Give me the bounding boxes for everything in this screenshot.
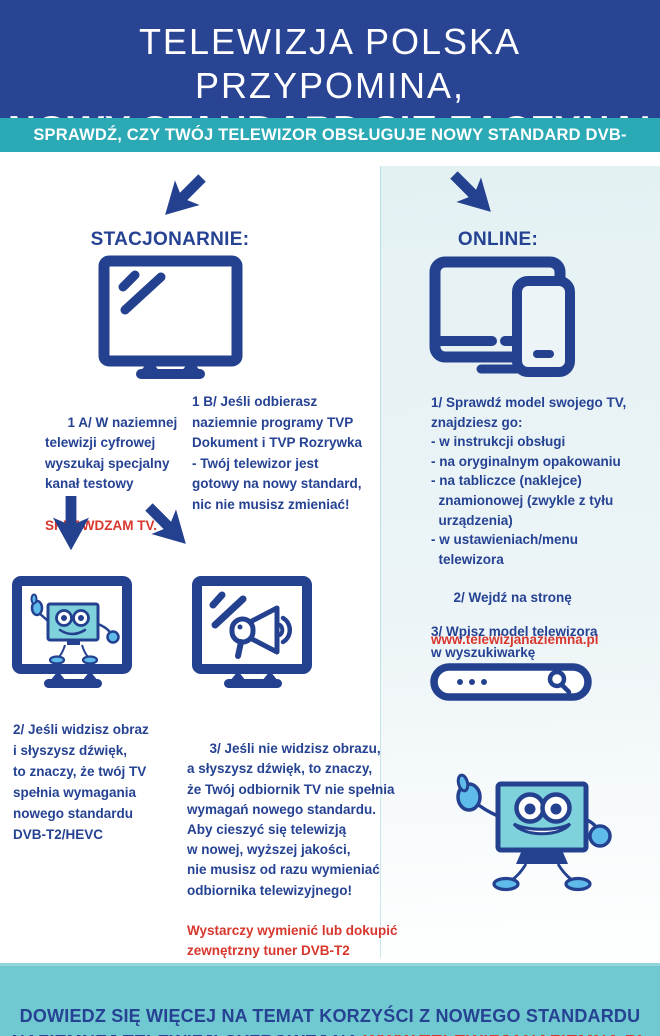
header-banner: TELEWIZJA POLSKA PRZYPOMINA, NOWY STANDA… <box>0 0 660 152</box>
arrow-down-icon <box>50 496 92 552</box>
main-content: STACJONARNIE: 1 A/ W naziemnej telewizji… <box>0 152 660 978</box>
online-step-2-text: 2/ Wejdź na stronę www.telewizjanaziemna… <box>431 566 599 692</box>
search-icon <box>547 669 572 695</box>
step-2-text: 2/ Jeśli widzisz obraz i słyszysz dźwięk… <box>13 722 149 842</box>
search-bar[interactable] <box>430 663 592 701</box>
website-link[interactable]: www.telewizjanaziemna.pl <box>431 632 599 647</box>
arrow-down-right-icon-left-column <box>135 493 201 559</box>
section-label-stationary: STACJONARNIE: <box>90 229 250 250</box>
online-step-1-text: 1/ Sprawdź model swojego TV, znajdziesz … <box>431 395 627 567</box>
step-3-body: 3/ Jeśli nie widzisz obrazu, a słyszysz … <box>187 741 395 898</box>
online-step-3-text: 3/ Wpisz model telewizora w wyszukiwarkę <box>431 624 598 660</box>
header-title-line1: TELEWIZJA POLSKA PRZYPOMINA, <box>138 21 522 106</box>
footer-banner: DOWIEDZ SIĘ WIĘCEJ NA TEMAT KORZYŚCI Z N… <box>0 963 660 1036</box>
step-1a-body: 1 A/ W naziemnej telewizji cyfrowej wysz… <box>45 414 178 492</box>
tv-with-megaphone-icon <box>192 576 312 703</box>
arrow-down-right-icon-online <box>440 161 506 227</box>
section-label-online: ONLINE: <box>457 229 539 250</box>
devices-icon <box>428 255 576 377</box>
footer-text: DOWIEDZ SIĘ WIĘCEJ NA TEMAT KORZYŚCI Z N… <box>12 1006 641 1036</box>
tv-with-mascot-icon <box>12 576 132 703</box>
tv-icon <box>98 255 243 385</box>
step-1a-text: 1 A/ W naziemnej telewizji cyfrowej wysz… <box>45 392 177 577</box>
tv-mascot <box>442 772 622 904</box>
online-step-2-body: 2/ Wejdź na stronę <box>453 590 572 605</box>
step-1b-text: 1 B/ Jeśli odbierasz naziemnie programy … <box>192 394 363 512</box>
footer-link[interactable]: WWW.TELEWIZJANAZIEMNA.PL <box>363 1032 648 1036</box>
header-sub-banner: SPRAWDŹ, CZY TWÓJ TELEWIZOR OBSŁUGUJE NO… <box>0 118 660 178</box>
arrow-down-left-icon <box>150 164 216 230</box>
